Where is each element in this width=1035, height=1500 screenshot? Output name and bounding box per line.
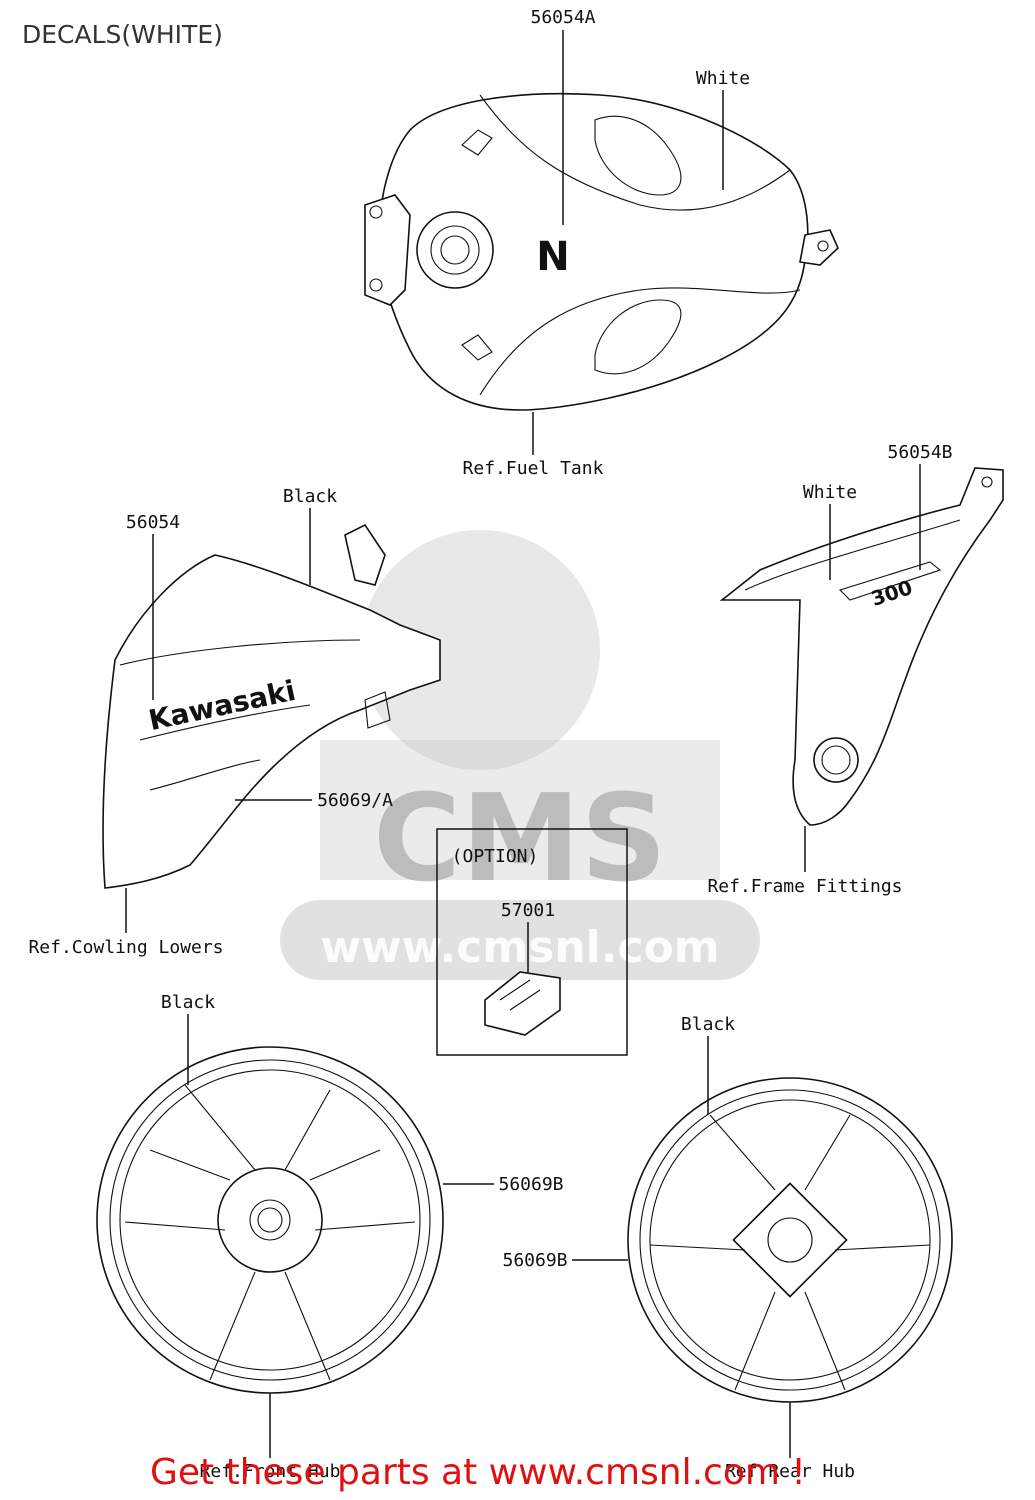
callout-white-tank: White bbox=[696, 68, 750, 89]
callout-ref-fuel-tank: Ref.Fuel Tank bbox=[463, 458, 604, 479]
callout-57001: 57001 bbox=[501, 900, 555, 921]
callout-ref-front-hub: Ref.Front Hub bbox=[200, 1461, 341, 1482]
callout-option: (OPTION) bbox=[452, 846, 539, 867]
tool-57001 bbox=[484, 971, 561, 1036]
callout-black-cowl: Black bbox=[283, 486, 337, 507]
callout-white-frame: White bbox=[803, 482, 857, 503]
watermark-brand: CMS bbox=[373, 770, 667, 909]
callout-56069b-front: 56069B bbox=[498, 1174, 563, 1195]
option-box bbox=[436, 828, 628, 1056]
watermark-url: www.cmsnl.com bbox=[320, 922, 719, 973]
callout-ref-cowling-lowers: Ref.Cowling Lowers bbox=[28, 937, 223, 958]
callout-ref-frame-fittings: Ref.Frame Fittings bbox=[707, 876, 902, 897]
cmsnl-banner-link[interactable]: Get these parts at www.cmsnl.com ! bbox=[150, 1452, 806, 1493]
tank-n-logo: N bbox=[536, 234, 569, 280]
callout-56054a: 56054A bbox=[530, 7, 595, 28]
callout-56069b-rear: 56069B bbox=[502, 1250, 567, 1271]
callout-black-rear: Black bbox=[681, 1014, 735, 1035]
page-title: DECALS(WHITE) bbox=[22, 20, 223, 49]
callout-ref-rear-hub: Ref.Rear Hub bbox=[725, 1461, 855, 1482]
rear-wheel bbox=[627, 1077, 953, 1403]
front-wheel bbox=[96, 1046, 444, 1394]
fuel-tank: N bbox=[364, 93, 839, 411]
cms-watermark: CMS www.cmsnl.com bbox=[280, 530, 760, 980]
callout-56054b: 56054B bbox=[887, 442, 952, 463]
cowling-lower: Kawasaki bbox=[102, 523, 441, 889]
callout-56054: 56054 bbox=[126, 512, 180, 533]
frame-side-cover: 300 bbox=[719, 467, 1004, 826]
callout-black-front: Black bbox=[161, 992, 215, 1013]
callout-56069a: 56069/A bbox=[317, 790, 393, 811]
